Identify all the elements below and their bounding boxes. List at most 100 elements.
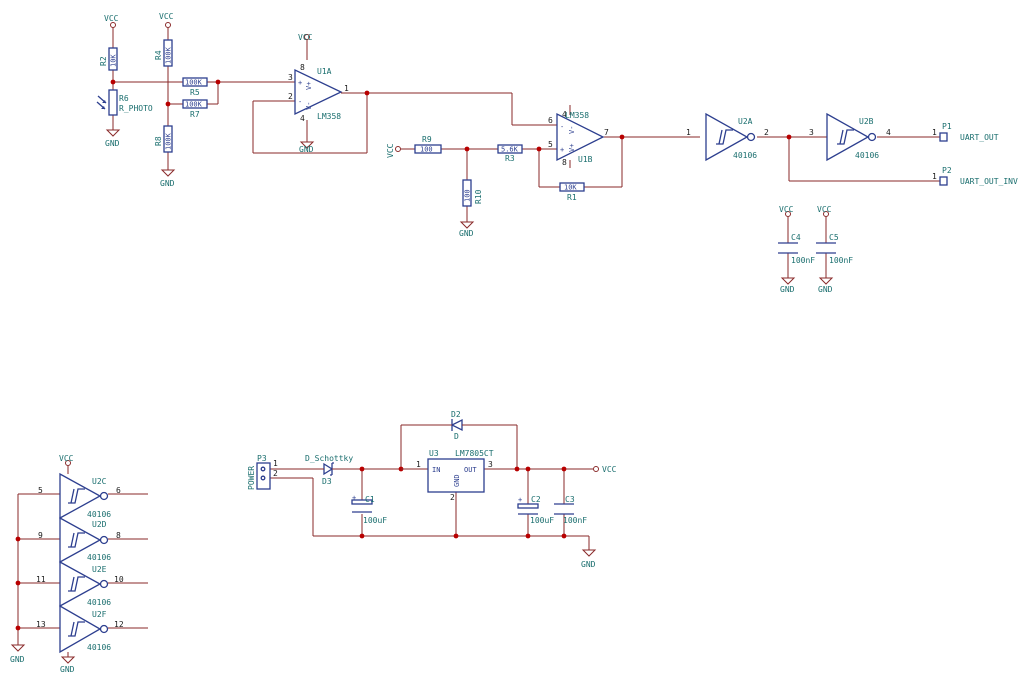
c4-value: 100nF xyxy=(791,256,815,265)
vcc-label: VCC xyxy=(602,465,617,474)
p3-name: POWER xyxy=(247,466,256,490)
gnd-label: GND xyxy=(581,560,596,569)
opamp-u1b: 6 5 7 4 8 - + V- V+ LM358 U1B xyxy=(545,105,609,168)
r3-value: 5.6K xyxy=(501,146,519,154)
capacitor-c3: C3 100nF xyxy=(554,495,587,525)
pin-number: 5 xyxy=(548,140,553,149)
d2-value: D xyxy=(454,432,459,441)
resistors: 10K R2 100K R4 100K R8 100K R5 100K R7 1… xyxy=(99,39,585,207)
pin-number: 4 xyxy=(886,128,891,137)
inverter-u2d: 9 8 U2D 40106 xyxy=(38,516,121,564)
connector-p3: 1 2 P3 POWER xyxy=(247,454,278,490)
r7-value: 100K xyxy=(185,101,203,109)
d3-value: D_Schottky xyxy=(305,454,353,463)
r4-value: 100K xyxy=(165,46,173,64)
minus-sign: - xyxy=(298,98,302,106)
u1a-value: LM358 xyxy=(317,112,341,121)
r9-ref: R9 xyxy=(422,135,432,144)
r1-value: 10K xyxy=(564,184,577,192)
u2f-ref: U2F xyxy=(92,610,107,619)
pin-number: 2 xyxy=(450,493,455,502)
gnd-label: GND xyxy=(299,145,314,154)
pin-number: 2 xyxy=(288,92,293,101)
inverter-u2e: 11 10 U2E 40106 xyxy=(36,560,124,608)
r10-ref: R10 xyxy=(474,189,483,204)
inverter-u2b: 3 4 U2B 40106 xyxy=(809,112,891,162)
pin-number: 7 xyxy=(604,128,609,137)
inverter-u2c: 5 6 U2C 40106 xyxy=(38,472,121,520)
vcc-label: VCC xyxy=(104,14,119,23)
r2-value: 10K xyxy=(110,54,118,67)
junctions xyxy=(15,79,792,631)
p3-ref: P3 xyxy=(257,454,267,463)
c5-ref: C5 xyxy=(829,233,839,242)
power-symbols: VCC VCC VCC VCC VCC VCC VCC VCC GND GND … xyxy=(10,12,834,674)
gnd-label: GND xyxy=(10,655,25,664)
pin-number: 6 xyxy=(548,116,553,125)
pin-number: 12 xyxy=(114,620,124,629)
c1-ref: C1 xyxy=(365,495,375,504)
pin-number: 10 xyxy=(114,575,124,584)
u2d-ref: U2D xyxy=(92,520,107,529)
u3-value: LM7805CT xyxy=(455,449,494,458)
u2b-ref: U2B xyxy=(859,117,874,126)
gnd-label: GND xyxy=(160,179,175,188)
c2-value: 100uF xyxy=(530,516,554,525)
u2a-value: 40106 xyxy=(733,151,757,160)
u2a-ref: U2A xyxy=(738,117,753,126)
vcc-label: VCC xyxy=(779,205,794,214)
inverter-u2f: 13 12 U2F 40106 xyxy=(36,604,124,654)
capacitor-c4: C4 100nF xyxy=(778,233,815,265)
r7-ref: R7 xyxy=(190,110,200,119)
vcc-label: VCC xyxy=(59,454,74,463)
capacitor-c2: + C2 100uF xyxy=(517,495,554,525)
c1-value: 100uF xyxy=(363,516,387,525)
r4-ref: R4 xyxy=(154,50,163,60)
p2-name: UART_OUT_INV xyxy=(960,177,1018,186)
u3-out-label: OUT xyxy=(464,466,477,474)
u2f-value: 40106 xyxy=(87,643,111,652)
gnd-label: GND xyxy=(818,285,833,294)
u2e-ref: U2E xyxy=(92,565,107,574)
r8-ref: R8 xyxy=(154,136,163,146)
pin-number: 1 xyxy=(932,172,937,181)
vcc-label: VCC xyxy=(298,33,313,42)
pin-number: 2 xyxy=(764,128,769,137)
pin-number: 1 xyxy=(686,128,691,137)
connector-p1: 1 P1 UART_OUT xyxy=(932,122,999,142)
c3-value: 100nF xyxy=(563,516,587,525)
capacitor-c5: C5 100nF xyxy=(816,233,853,265)
u2b-value: 40106 xyxy=(855,151,879,160)
c4-ref: C4 xyxy=(791,233,801,242)
photoresistor-r6: R6 R_PHOTO xyxy=(96,89,153,116)
pin-number: 1 xyxy=(416,460,421,469)
vminus-label: V- xyxy=(568,126,576,134)
c5-value: 100nF xyxy=(829,256,853,265)
pin-number: 11 xyxy=(36,575,46,584)
diode-d2: D2 D xyxy=(450,410,464,441)
gnd-label: GND xyxy=(780,285,795,294)
d3-ref: D3 xyxy=(322,477,332,486)
r6-name: R_PHOTO xyxy=(119,104,153,113)
p2-ref: P2 xyxy=(942,166,952,175)
vplus-label: V+ xyxy=(305,82,313,90)
r8-value: 100K xyxy=(165,132,173,150)
gnd-label: GND xyxy=(105,139,120,148)
pin-number: 8 xyxy=(300,63,305,72)
u3-ref: U3 xyxy=(429,449,439,458)
p1-ref: P1 xyxy=(942,122,952,131)
regulator-u3: 1 3 2 IN OUT GND U3 LM7805CT xyxy=(401,449,494,502)
vcc-label: VCC xyxy=(817,205,832,214)
pin-number: 3 xyxy=(288,73,293,82)
pin-number: 4 xyxy=(562,110,567,119)
plus-sign: + xyxy=(352,494,356,502)
pin-number: 9 xyxy=(38,531,43,540)
u1b-ref: U1B xyxy=(578,155,593,164)
plus-sign: + xyxy=(518,496,522,504)
pin-number: 13 xyxy=(36,620,46,629)
r6-ref: R6 xyxy=(119,94,129,103)
vplus-label: V+ xyxy=(568,144,576,152)
r3-ref: R3 xyxy=(505,154,515,163)
plus-sign: + xyxy=(298,79,302,87)
